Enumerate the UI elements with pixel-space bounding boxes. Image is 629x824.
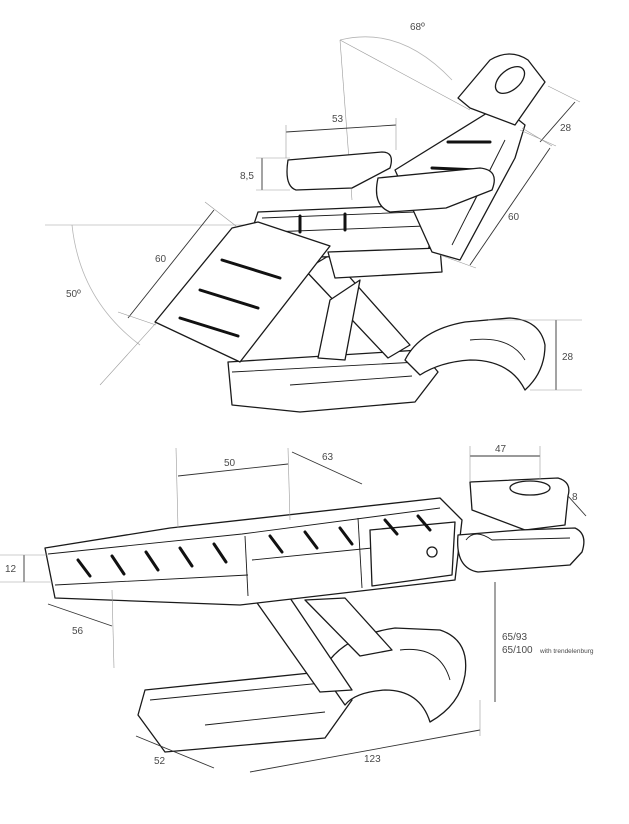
legrest-angle-label: 50º	[66, 289, 81, 300]
headrest-thickness-label: 8	[572, 492, 578, 503]
headrest-thickness-dimline	[567, 495, 587, 517]
headrest-length-lower-label: 47	[495, 444, 507, 455]
base-height-label: 28	[562, 352, 574, 363]
lower-band-10	[416, 514, 432, 532]
base-width-dimline	[135, 735, 215, 769]
lower-base-rim	[149, 682, 326, 726]
backrest-length-ext-a	[519, 129, 557, 147]
upper-seat-top	[261, 211, 426, 233]
lower-lift-arm-b	[304, 597, 393, 657]
backrest-angle-arc	[339, 36, 453, 81]
lower-pedestal-inner	[399, 648, 451, 681]
lower-headrest-face-hole	[509, 480, 551, 496]
total-length-dimline	[249, 729, 481, 773]
legrest-length-ext-b	[117, 311, 157, 326]
upper-dimensions: 68º 53 8,5 28 60 60 50º 28	[66, 22, 582, 391]
upper-legrest-band-2	[198, 288, 260, 310]
upper-lift-arm-b	[317, 279, 361, 361]
lower-band-5	[212, 542, 228, 564]
legrest-length-label: 60	[155, 254, 167, 265]
lower-band-1	[76, 558, 92, 578]
legrest-length-ext-a	[204, 201, 237, 227]
backrest-incline-guide	[339, 39, 471, 111]
lower-side-knob	[426, 546, 438, 558]
lower-dimensions: 50 63 47 8 12 56 65/93 65/100 with trend…	[0, 444, 594, 773]
legrest-angle-arc	[71, 224, 141, 346]
cushion-thickness-label: 12	[5, 564, 17, 575]
width-label: 56	[72, 626, 84, 637]
upper-legrest-band-1	[220, 258, 282, 280]
armrest-height-label: 8,5	[240, 171, 254, 182]
lower-band-8	[338, 526, 354, 546]
backrest-length-label: 60	[508, 212, 520, 223]
lower-band-9	[383, 518, 399, 536]
height-range-trend-label: 65/100	[502, 645, 533, 656]
backrest-length-ext-b	[439, 254, 477, 269]
lower-band-4	[178, 546, 194, 568]
upper-pedestal	[404, 317, 546, 391]
height-range-label: 65/93	[502, 632, 527, 643]
seat-length-dimline	[177, 463, 289, 477]
width-ext	[111, 589, 115, 669]
lower-side-panel	[369, 521, 456, 587]
upper-left-armrest	[286, 151, 393, 191]
upper-legrest	[154, 221, 331, 363]
width-dimline	[47, 603, 113, 627]
legrest-length-dimline	[127, 209, 215, 319]
armrest-length-label: 53	[332, 114, 344, 125]
upper-pedestal-inner	[469, 338, 526, 361]
lower-section-divider-1	[244, 535, 249, 597]
total-length-label: 123	[364, 754, 381, 765]
armrest-length-dimline	[285, 124, 397, 133]
backrest-length-lower-label: 63	[322, 452, 334, 463]
lower-arm-cushion-top	[465, 533, 571, 541]
seat-length-ext-left	[175, 447, 179, 529]
lower-section-divider-2	[357, 517, 363, 589]
upper-headrest-face-hole	[494, 66, 526, 94]
backrest-angle-label: 68º	[410, 22, 425, 33]
lower-arm-cushion	[457, 527, 585, 573]
upper-seat-side	[327, 247, 443, 279]
trendelenburg-note: with trendelenburg	[539, 648, 594, 655]
backrest-length-lower-dimline	[291, 451, 363, 485]
upper-lift-arm-a	[304, 254, 411, 359]
lower-band-6	[268, 534, 284, 554]
upper-chair-view	[45, 36, 546, 413]
lower-band-7	[303, 530, 319, 550]
upper-legrest-band-3	[178, 316, 240, 338]
headrest-length-dimline	[539, 101, 576, 143]
seat-length-label: 50	[224, 458, 236, 469]
upper-base-rim	[231, 361, 419, 386]
upper-right-armrest	[375, 167, 495, 213]
seat-length-ext-right	[287, 447, 291, 521]
lower-table-view	[44, 477, 585, 753]
backrest-length-dimline	[469, 147, 551, 266]
base-width-label: 52	[154, 756, 166, 767]
lower-band-3	[144, 550, 160, 572]
headrest-length-ext-b	[521, 127, 553, 147]
headrest-length-ext-a	[547, 85, 581, 103]
headrest-length-label: 28	[560, 123, 572, 134]
lower-band-2	[110, 554, 126, 576]
